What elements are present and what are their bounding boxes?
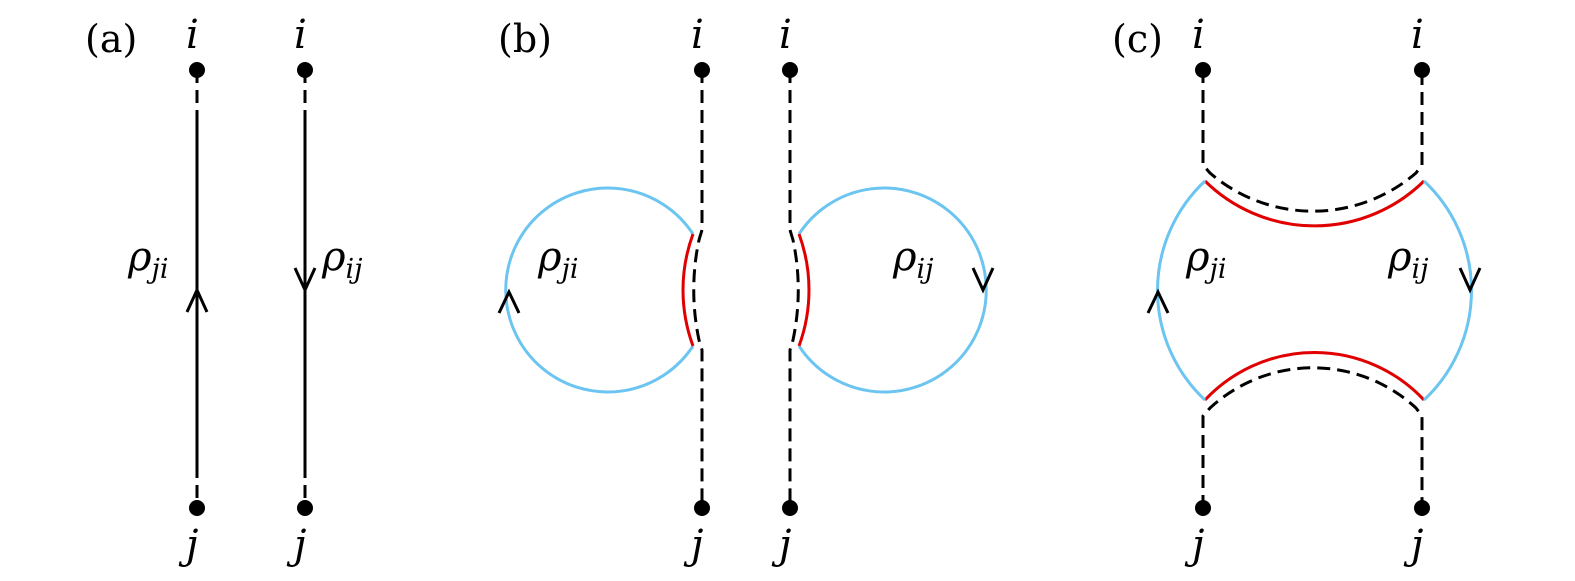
vertex-dot (1414, 62, 1430, 78)
panel-b: (b) i i j j ρji ρij (497, 12, 995, 568)
top-label-i: i (1411, 12, 1424, 58)
bottom-label-j: j (1184, 522, 1204, 568)
loop-rho-ji (1156, 179, 1207, 402)
bottom-label-j: j (683, 522, 703, 568)
rho-ji-label: ρji (127, 234, 169, 285)
panel-a: (a) i i j j ρji ρij (85, 12, 363, 568)
vertex-dot (782, 500, 798, 516)
dashed-line (692, 70, 704, 508)
top-label-i: i (186, 12, 199, 58)
loop-rho-ji (504, 186, 695, 394)
rho-ji-label: ρji (537, 234, 579, 285)
top-label-i: i (294, 12, 307, 58)
highlighted-arc (681, 233, 695, 347)
arrow-up-icon (185, 286, 209, 313)
rho-ij-label: ρij (321, 234, 363, 285)
bottom-label-j: j (178, 522, 198, 568)
vertex-dot (694, 500, 710, 516)
arrow-down-icon (293, 267, 317, 294)
highlighted-arc-bottom (1203, 351, 1426, 402)
rho-ij-label: ρij (1387, 234, 1429, 285)
dashed-line-top (1201, 70, 1424, 213)
bottom-label-j: j (771, 522, 791, 568)
arrow-up-icon (497, 288, 521, 314)
dashed-line (788, 70, 800, 508)
panel-a-label: (a) (85, 17, 137, 61)
arrow-down-icon (1458, 267, 1482, 294)
panel-b-label: (b) (498, 17, 552, 61)
rho-ij-label: ρij (892, 234, 934, 285)
dashed-line-bottom (1201, 366, 1424, 508)
top-label-i: i (1192, 12, 1205, 58)
panel-c-label: (c) (1112, 17, 1163, 61)
arrow-down-icon (971, 267, 995, 294)
top-label-i: i (691, 12, 704, 58)
dashed-line (195, 70, 307, 508)
bottom-label-j: j (286, 522, 306, 568)
highlighted-arc-top (1203, 179, 1426, 228)
loop-rho-ij (1422, 179, 1473, 402)
loop-rho-ij (797, 186, 988, 394)
bottom-label-j: j (1403, 522, 1423, 568)
rho-ji-label: ρji (1185, 234, 1227, 285)
top-label-i: i (779, 12, 792, 58)
panel-c: (c) i i j j ρji ρij (1112, 12, 1482, 568)
arrow-up-icon (1146, 288, 1170, 314)
highlighted-arc (797, 233, 811, 347)
